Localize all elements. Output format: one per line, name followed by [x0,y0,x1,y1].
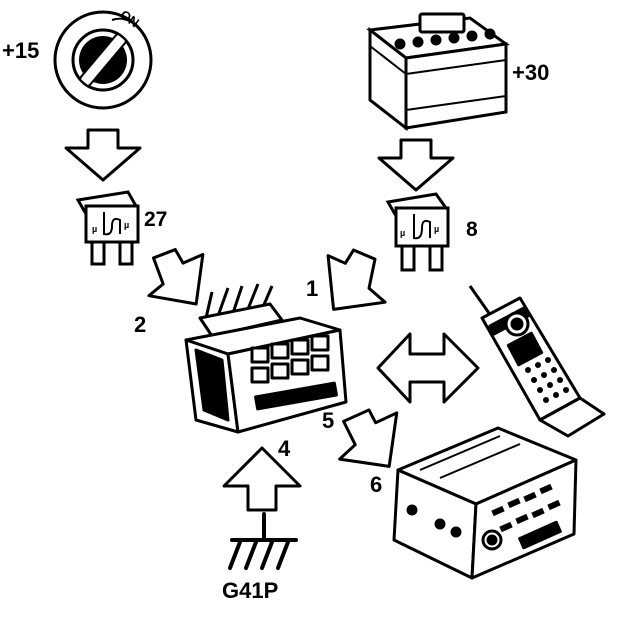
arrow-label: 1 [306,276,318,301]
ignition-switch-icon [53,10,153,110]
fuse-icon [75,190,140,266]
ignition-terminal-label: +15 [2,38,39,63]
battery-icon [366,12,510,132]
arrow-up-icon [222,446,302,512]
arrow-label: 6 [370,472,382,497]
fuse-blade-mark: µ [92,224,97,234]
arrow-label: 5 [322,408,334,433]
ground-symbol-icon [228,512,298,570]
fuse-blade-mark: µ [124,220,129,230]
wiring-connector-icon [184,283,348,434]
mobile-phone-icon [468,285,606,438]
fuse-blade-mark: µ [400,228,405,238]
arrow-diagonal-icon [147,248,205,306]
arrow-diagonal-icon [326,248,387,311]
fuse-icon [385,192,450,272]
arrow-down-icon [377,138,455,192]
arrow-label: 4 [278,436,291,461]
fuse-blade-mark: µ [434,224,439,234]
arrow-label: 2 [134,312,146,337]
fuse-number-label: 8 [466,218,478,241]
bidirectional-arrow-icon [376,332,480,404]
fuse-number-label: 27 [144,208,167,231]
arrow-down-icon [64,128,142,182]
arrow-diagonal-icon [338,408,399,468]
battery-terminal-label: +30 [512,60,549,85]
ground-label: G41P [222,578,278,603]
radio-head-unit-icon [392,426,578,580]
